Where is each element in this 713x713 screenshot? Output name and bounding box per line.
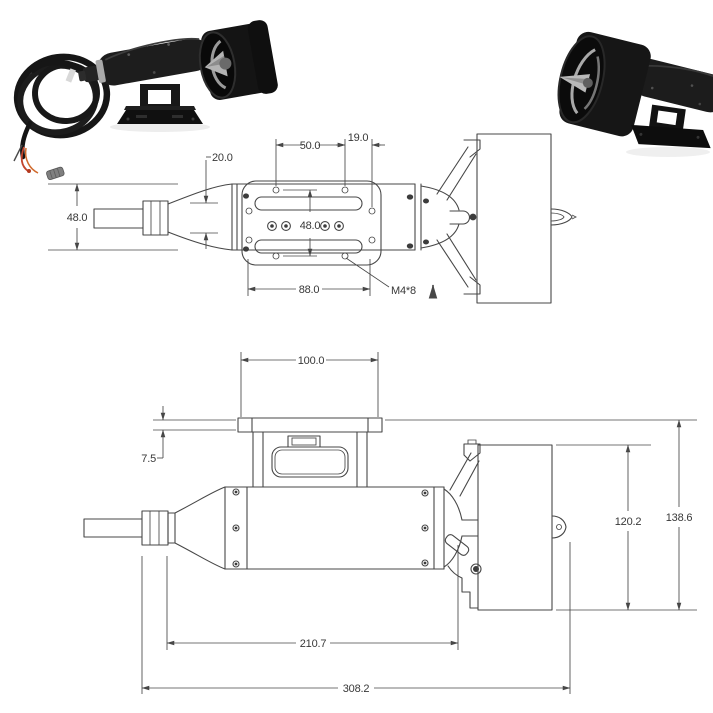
wire-ends (13, 144, 65, 181)
dim-138: 138.6 (666, 419, 693, 611)
thread-callout: M4*8 (345, 257, 438, 299)
dim-48-body-label: 48.0 (67, 212, 88, 224)
cable-coil (13, 53, 111, 160)
cable-gland (82, 65, 101, 83)
cable-gland-outline (141, 510, 176, 546)
mounting-bracket (631, 104, 711, 149)
dim-138-label: 138.6 (666, 512, 693, 524)
photo-thruster-front-view (557, 31, 713, 157)
photo-thruster-with-cable (13, 20, 278, 181)
cable-connector (46, 166, 65, 181)
dim-308-label: 308.2 (343, 683, 370, 695)
side-view-nozzle (477, 444, 567, 611)
photo-shadow (626, 147, 710, 157)
dim-210-label: 210.7 (300, 638, 327, 650)
dim-19-label: 19.0 (348, 132, 369, 144)
propeller (559, 48, 600, 115)
dim-210: 210.7 (166, 545, 459, 650)
dim-120: 120.2 (615, 444, 642, 611)
photo-shadow (110, 122, 210, 132)
dim-50-label: 50.0 (300, 140, 321, 152)
dim-100-label: 100.0 (298, 355, 325, 367)
center-screws (267, 221, 344, 231)
dim-50-19: 50.0 19.0 (275, 132, 385, 207)
thread-callout-label: M4*8 (391, 285, 416, 297)
thruster-body (78, 37, 210, 86)
side-view-mounting-plate (237, 417, 383, 488)
top-view-drawing: 48.0 20.0 50.0 19.0 (48, 132, 577, 304)
mounting-bracket (117, 84, 203, 124)
thruster-nozzle (557, 31, 651, 137)
thruster-nozzle (198, 20, 278, 100)
dim-88-label: 88.0 (299, 284, 320, 296)
dim-308: 308.2 (141, 542, 571, 695)
dim-7-5-label: 7.5 (141, 453, 156, 465)
side-view-body (83, 486, 479, 570)
dim-100: 100.0 (240, 352, 379, 417)
dim-48-body: 48.0 (48, 183, 178, 251)
side-view-drawing: 100.0 7.5 120.2 138.6 (83, 352, 697, 695)
cable-zip-tie (65, 68, 77, 83)
thruster-body (630, 58, 713, 113)
top-view-body (93, 183, 471, 251)
propeller (204, 39, 232, 90)
cable-gland-outline (142, 200, 169, 236)
dim-48-holes: 48.0 (283, 189, 321, 257)
body-screws (232, 488, 429, 568)
dim-120-label: 120.2 (615, 516, 642, 528)
top-view-nozzle (436, 133, 577, 304)
dim-20: 20.0 (190, 152, 233, 249)
dim-88: 88.0 (247, 259, 371, 296)
dim-48-holes-label: 48.0 (300, 220, 321, 232)
dim-7-5: 7.5 (141, 406, 236, 465)
dim-20-label: 20.0 (212, 152, 233, 164)
side-view-struts (444, 439, 482, 609)
